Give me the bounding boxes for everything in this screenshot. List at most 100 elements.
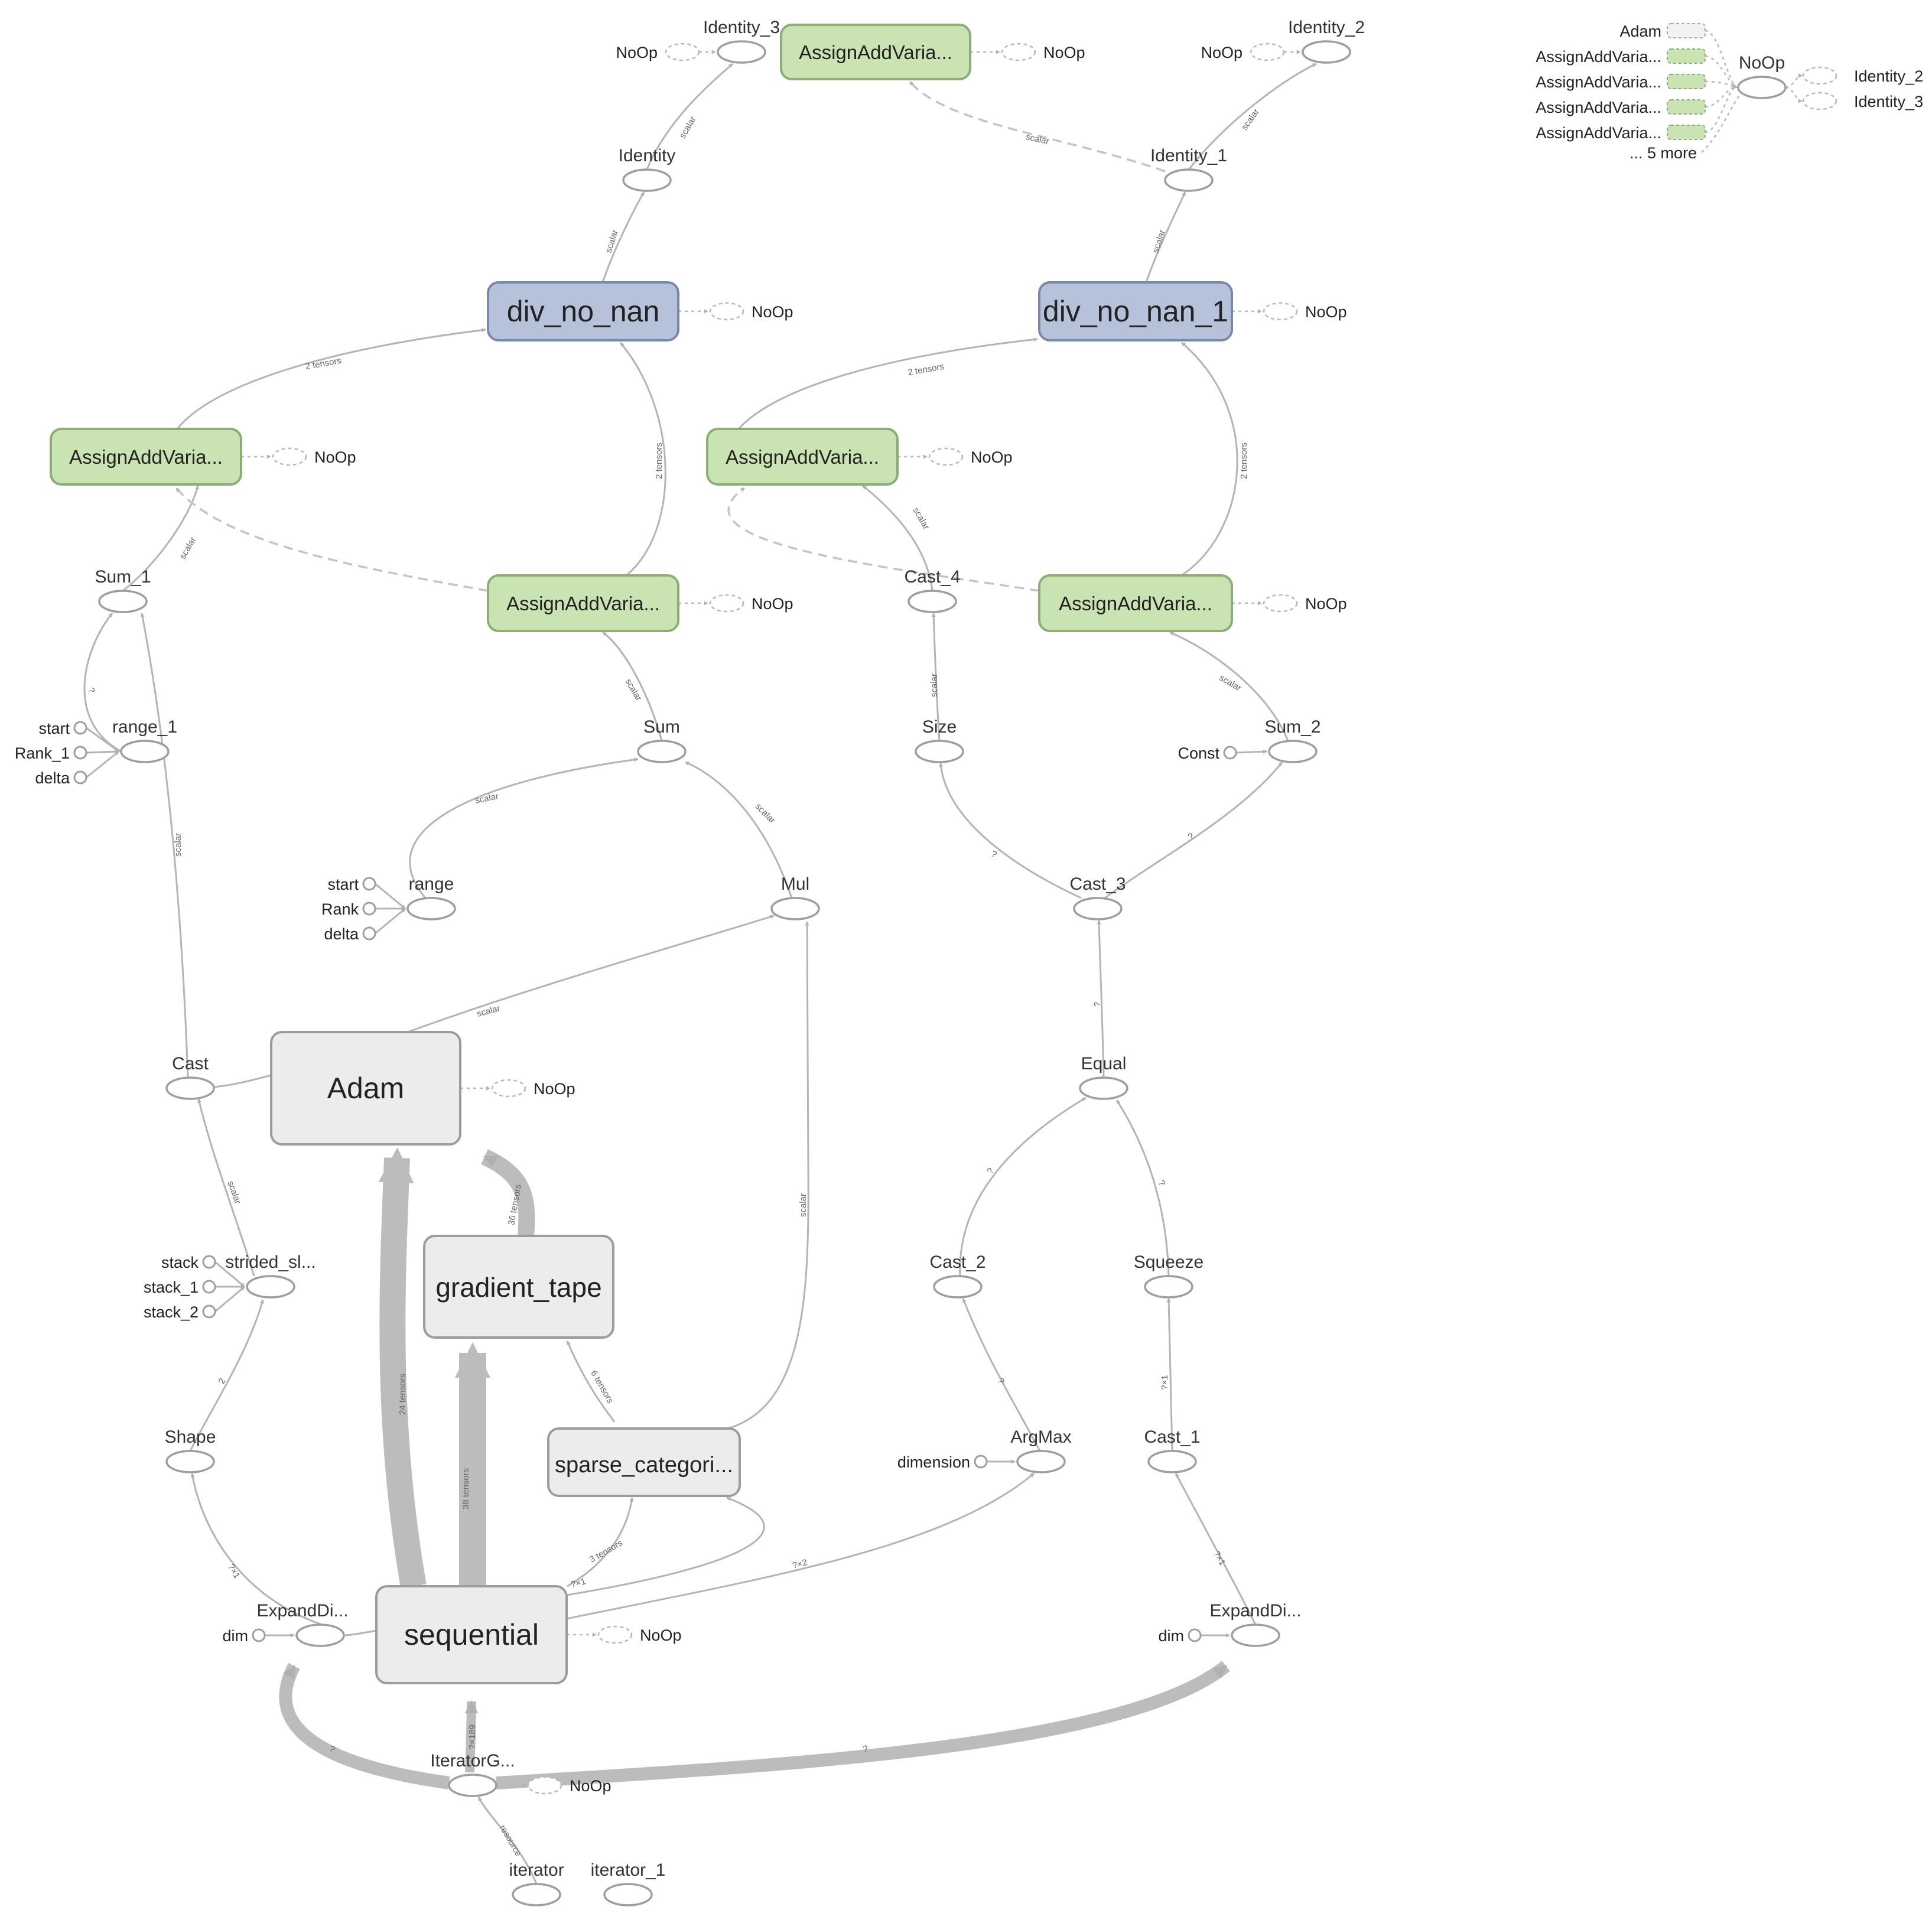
noop-control-node[interactable]	[1250, 43, 1285, 61]
op-label: Mul	[781, 874, 809, 894]
op-node-cast-3[interactable]	[1073, 897, 1123, 920]
node-adam[interactable]	[270, 1031, 461, 1146]
edge-label: scalar	[178, 535, 199, 561]
edge-label: scalar	[929, 673, 939, 697]
aux-noop-label: NoOp	[1739, 53, 1785, 73]
op-node-identity[interactable]	[622, 168, 672, 192]
op-node-identity-1[interactable]	[1164, 168, 1214, 192]
op-node-cast-2[interactable]	[933, 1275, 983, 1299]
op-node-size[interactable]	[915, 740, 964, 763]
aux-input-node[interactable]	[1667, 125, 1706, 140]
node-assign-l2[interactable]	[487, 574, 679, 632]
const-node-range-rank[interactable]	[362, 902, 376, 916]
op-node-iterator-1[interactable]	[603, 1883, 653, 1906]
op-node-iterator-getnext[interactable]	[448, 1774, 497, 1797]
op-node-expanddims-right[interactable]	[1231, 1623, 1280, 1647]
edge-label: scalar	[474, 791, 500, 806]
edge-label: 3 tensors	[588, 1538, 625, 1565]
const-node-range-start[interactable]	[362, 877, 376, 891]
op-node-cast[interactable]	[165, 1076, 215, 1100]
node-assign-r2[interactable]	[1038, 574, 1233, 632]
noop-control-node[interactable]	[1263, 302, 1298, 321]
noop-control-node[interactable]	[709, 594, 744, 613]
noop-control-node[interactable]	[1001, 43, 1036, 61]
node-sparse-cat[interactable]	[547, 1427, 741, 1497]
edges-layer	[83, 30, 1803, 1885]
op-node-identity-3[interactable]	[717, 40, 766, 64]
op-node-iterator[interactable]	[512, 1883, 561, 1906]
noop-label: NoOp	[1305, 303, 1347, 321]
edge-label: ?×1	[226, 1562, 242, 1580]
noop-control-node[interactable]	[709, 302, 744, 321]
edge-assignl2-to-assignl1	[175, 487, 489, 592]
node-label: AssignAddVaria...	[1059, 593, 1212, 614]
node-assign-top[interactable]	[780, 24, 971, 80]
op-node-mul[interactable]	[770, 897, 820, 920]
edge-label: ?×2	[791, 1557, 808, 1571]
node-assign-r1[interactable]	[706, 428, 899, 486]
node-div-no-nan[interactable]	[487, 281, 679, 341]
aux-input-node[interactable]	[1667, 23, 1706, 38]
noop-control-node[interactable]	[928, 447, 964, 466]
const-node-range-1-rank[interactable]	[73, 746, 87, 760]
const-node-ed-right-dim[interactable]	[1188, 1628, 1202, 1642]
edge-label: 2	[217, 1377, 228, 1386]
aux-output-node[interactable]	[1802, 66, 1837, 85]
op-node-sum[interactable]	[637, 740, 687, 763]
op-label: Cast	[172, 1054, 209, 1073]
node-gradient-tape[interactable]	[423, 1235, 614, 1339]
edge-label: scalar	[476, 1003, 501, 1019]
const-node-range-1-start[interactable]	[73, 721, 87, 735]
const-node-argmax-dim[interactable]	[974, 1455, 988, 1469]
op-node-equal[interactable]	[1079, 1076, 1128, 1100]
noop-control-node[interactable]	[597, 1625, 633, 1644]
edge-assignr2-to-assignr1	[727, 487, 1040, 592]
noop-control-node[interactable]	[272, 447, 307, 466]
op-node-range[interactable]	[406, 897, 456, 920]
aux-output-label: Identity_3	[1854, 93, 1923, 110]
op-label: Identity_1	[1150, 146, 1227, 165]
op-node-range-1[interactable]	[120, 740, 170, 763]
aux-input-edge	[1705, 84, 1738, 134]
op-node-cast-4[interactable]	[908, 590, 957, 613]
noop-control-node[interactable]	[1263, 594, 1298, 613]
edge-label: scalar	[1150, 229, 1167, 254]
edge-assignr1-to-divnonan1	[737, 337, 1038, 430]
aux-noop-node[interactable]	[1737, 76, 1787, 99]
op-node-sum-2[interactable]	[1268, 740, 1318, 763]
noop-control-node[interactable]	[527, 1776, 562, 1795]
op-node-identity-2[interactable]	[1302, 40, 1351, 64]
aux-input-node[interactable]	[1667, 99, 1706, 115]
op-node-strided-slice[interactable]	[246, 1275, 295, 1299]
const-node-range-1-delta[interactable]	[73, 770, 87, 785]
node-div-no-nan-1[interactable]	[1038, 281, 1233, 341]
op-node-sum-1[interactable]	[98, 590, 148, 613]
op-node-argmax[interactable]	[1016, 1450, 1066, 1473]
edge-label: resource	[497, 1823, 523, 1858]
aux-input-node[interactable]	[1667, 48, 1706, 64]
noop-control-node[interactable]	[665, 43, 700, 61]
const-label: delta	[35, 769, 70, 787]
edge-label: ?	[1156, 1179, 1167, 1188]
const-node-ss-stack[interactable]	[202, 1255, 216, 1269]
const-node-ss-stack-2[interactable]	[202, 1304, 216, 1319]
aux-input-node[interactable]	[1667, 74, 1706, 89]
op-node-shape[interactable]	[165, 1450, 215, 1473]
const-node-sum-2-const[interactable]	[1223, 746, 1237, 760]
op-node-cast-1[interactable]	[1147, 1450, 1197, 1473]
aux-output-node[interactable]	[1802, 92, 1837, 110]
const-label: start	[327, 876, 359, 893]
const-label: Rank	[321, 900, 359, 918]
noop-control-node[interactable]	[491, 1079, 526, 1098]
const-node-range-delta[interactable]	[362, 926, 376, 941]
node-assign-l1[interactable]	[50, 428, 242, 486]
const-node-ss-stack-1[interactable]	[202, 1280, 216, 1294]
noop-label: NoOp	[752, 595, 793, 613]
edge-label: scalar	[603, 229, 620, 254]
node-sequential[interactable]	[375, 1585, 568, 1684]
op-node-expanddims-left[interactable]	[295, 1623, 345, 1647]
op-node-squeeze[interactable]	[1144, 1275, 1193, 1299]
const-node-ed-left-dim[interactable]	[252, 1628, 266, 1642]
noop-label: NoOp	[616, 44, 658, 61]
